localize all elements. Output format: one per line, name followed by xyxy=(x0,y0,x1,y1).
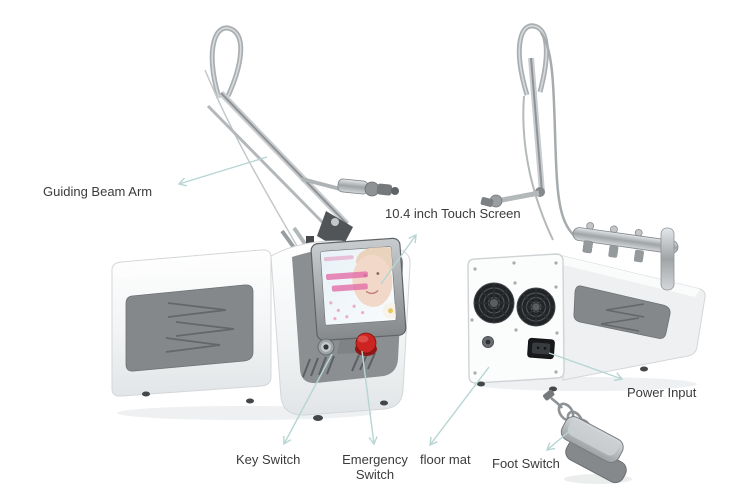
floor-mat-callout xyxy=(429,366,490,447)
arm-cable xyxy=(204,69,298,247)
foot-switch-callout xyxy=(545,428,573,451)
guiding-beam-arm xyxy=(204,25,399,259)
key-switch xyxy=(317,338,335,356)
pedal-top xyxy=(560,416,624,463)
rear-chrome-post xyxy=(660,227,675,291)
label-floor-mat: floor mat xyxy=(420,452,471,467)
rear-vent-marks xyxy=(600,303,645,332)
label-guiding-beam-arm: Guiding Beam Arm xyxy=(43,184,153,199)
label-emergency-switch: Emergency Switch xyxy=(336,452,414,482)
guiding-beam-arm-callout xyxy=(177,156,268,187)
screen-text-blur xyxy=(323,255,368,292)
power-input-socket xyxy=(527,337,555,360)
screen-petals xyxy=(329,301,365,321)
rear-arm-cable xyxy=(539,32,578,239)
foot-switch-pedal xyxy=(543,389,627,484)
aux-connector xyxy=(482,336,494,348)
label-foot-switch: Foot Switch xyxy=(492,456,560,471)
label-touch-screen: 10.4 inch Touch Screen xyxy=(385,206,521,221)
emergency-stop-button xyxy=(355,332,377,356)
key-switch-callout xyxy=(283,353,333,446)
label-emergency-line1: Emergency xyxy=(342,452,408,467)
rear-panel xyxy=(467,253,565,384)
side-vent-marks xyxy=(165,302,235,353)
arm-mount-clamp xyxy=(317,211,353,250)
power-input-callout xyxy=(548,352,624,382)
cooling-fan-left xyxy=(473,282,515,324)
rear-machine xyxy=(467,23,706,392)
touch-screen xyxy=(310,237,407,342)
front-machine-feet xyxy=(142,391,388,421)
front-machine xyxy=(111,25,411,421)
rear-arm xyxy=(480,23,578,241)
top-manifold xyxy=(572,222,679,263)
laser-handpiece xyxy=(301,177,399,197)
label-emergency-line2: Switch xyxy=(355,467,395,482)
rear-machine-shadow xyxy=(473,377,697,391)
label-power-input: Power Input xyxy=(627,385,697,400)
panel-screws xyxy=(470,261,559,375)
cooling-fan-right xyxy=(516,287,556,327)
touch-screen-callout xyxy=(380,233,417,285)
pedal-plug xyxy=(543,389,555,401)
side-vent-panel xyxy=(125,284,254,372)
emergency-switch-callout xyxy=(361,350,378,446)
screen-content xyxy=(323,246,397,321)
front-vent-slats xyxy=(302,352,376,378)
label-key-switch: Key Switch xyxy=(236,452,301,467)
callout-arrows xyxy=(177,156,624,451)
